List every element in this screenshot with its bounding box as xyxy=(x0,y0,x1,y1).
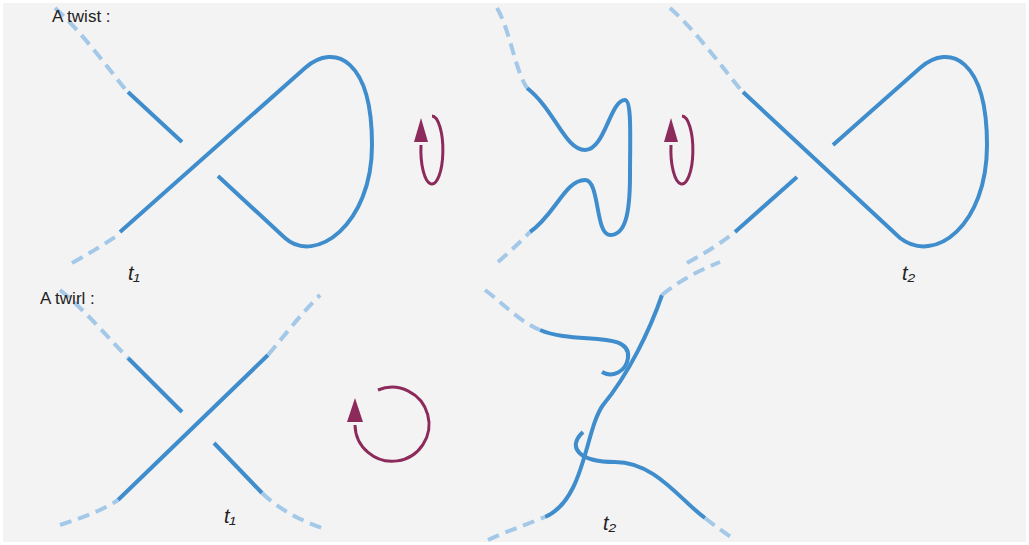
state-label: t₁ xyxy=(224,505,236,527)
dashed-strand xyxy=(497,8,527,88)
over-strand xyxy=(120,57,372,246)
under-strand xyxy=(214,443,262,493)
dashed-strand xyxy=(268,295,320,355)
under-strand xyxy=(576,432,705,518)
state-label: t₁ xyxy=(128,262,140,284)
arrow-head xyxy=(414,118,428,142)
over-strand xyxy=(545,295,662,517)
under-strand xyxy=(128,92,182,142)
rotation-arrow xyxy=(421,116,443,184)
over-strand xyxy=(743,57,987,246)
dashed-strand xyxy=(485,290,540,330)
under-strand xyxy=(128,358,182,412)
section-heading: A twirl : xyxy=(40,290,95,309)
dashed-strand xyxy=(705,518,735,540)
dashed-strand xyxy=(498,232,530,262)
dashed-strand xyxy=(687,232,735,263)
state-label: t₂ xyxy=(603,512,616,534)
under-strand xyxy=(735,177,797,232)
dashed-strand xyxy=(488,517,545,540)
state-label: t₂ xyxy=(902,262,915,284)
dashed-strand xyxy=(72,235,118,263)
dashed-strand xyxy=(60,500,118,525)
dashed-strand xyxy=(262,493,322,528)
rotation-arrow xyxy=(671,116,693,184)
under-strand xyxy=(540,330,628,374)
dashed-strand xyxy=(670,8,740,89)
arrow-head xyxy=(664,118,678,142)
dashed-strand xyxy=(662,262,720,295)
over-strand xyxy=(118,355,268,500)
arrow-head xyxy=(347,398,363,422)
rotation-arrow xyxy=(355,387,429,461)
section-heading: A twist : xyxy=(52,8,111,27)
pinched-loop xyxy=(527,88,630,235)
